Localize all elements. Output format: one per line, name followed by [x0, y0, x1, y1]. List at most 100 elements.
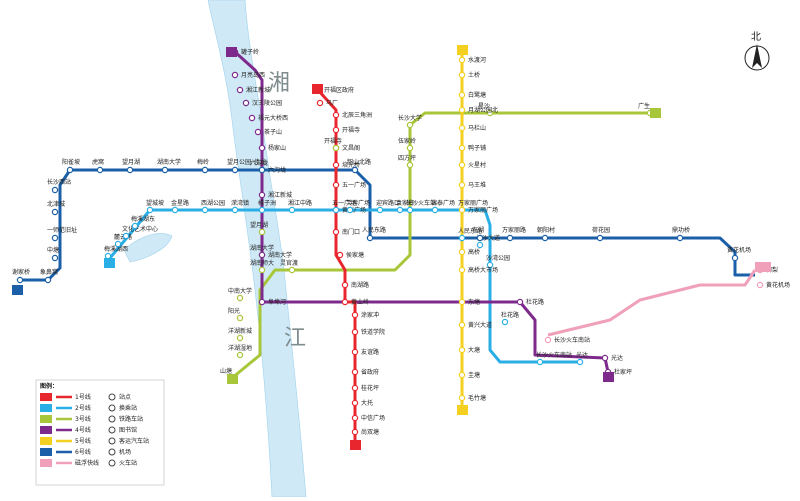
station-label-l5-0: 水渡河 — [468, 56, 486, 64]
station-l6-10 — [201, 166, 209, 174]
station-label-l1-15: 省政府 — [361, 368, 379, 376]
station-label-l1-17: 大托 — [361, 399, 373, 407]
badge-l3b — [227, 374, 238, 384]
station-label-l6-15: 东湖 — [472, 226, 484, 234]
station-label-l3-10: 开福寺 — [324, 137, 342, 145]
maglev-path — [547, 269, 757, 337]
station-label-l3-7: 湖南大学 — [250, 244, 274, 252]
station-label-l1-10: 南湖路 — [351, 281, 369, 289]
station-label-l5-6: 火星村 — [468, 161, 486, 169]
station-l1-1 — [316, 99, 324, 107]
station-label-l6-10: 梅岭 — [197, 158, 209, 166]
station-label-l3-12: 四方坪 — [398, 154, 416, 162]
legend-symbol-label-5: 机场 — [119, 448, 131, 456]
station-label-l6-6: 阳雀坡 — [62, 158, 80, 166]
station-label-l3-14: 星沙 — [478, 103, 490, 110]
badge-l3 — [650, 108, 661, 118]
station-label-l2-19: 沙湾公园 — [486, 254, 510, 262]
station-label-l5-9: 高桥 — [468, 248, 480, 256]
station-label-l2-18: 长沙大道 — [476, 234, 500, 242]
station-label-l5-8: 万家丽广场 — [468, 206, 498, 214]
station-l5-12 — [458, 321, 466, 329]
station-l1-18 — [351, 414, 359, 422]
station-l5-7 — [458, 181, 466, 189]
station-label-l3-1: 洋湖湿地 — [228, 344, 252, 352]
station-label-l6-11: 望月公园 — [227, 158, 251, 166]
island — [123, 233, 173, 263]
station-l1-14 — [351, 348, 359, 356]
station-label-maglev-0: 长沙火车南站 — [554, 336, 590, 344]
station-l1-3 — [332, 126, 340, 134]
station-l4-8 — [258, 191, 266, 199]
legend-swatch-0 — [40, 393, 52, 401]
badge-l5b — [457, 405, 468, 415]
station-label-l4-5: 茶子山 — [264, 128, 282, 136]
station-l1-19 — [351, 428, 359, 436]
station-l2-20 — [501, 318, 509, 326]
station-label-l1-12: 涂家冲 — [361, 311, 379, 319]
station-l6-17 — [541, 234, 549, 242]
station-l6-16 — [506, 234, 514, 242]
station-l5-1 — [458, 71, 466, 79]
station-label-l1-9: 侯家塘 — [346, 251, 364, 259]
legend-line-label-1: 2号线 — [75, 404, 91, 412]
legend-symbol-label-3: 图书馆 — [119, 426, 137, 434]
line-2-path — [108, 208, 580, 364]
station-label-l3-4: 中南大学 — [228, 287, 252, 295]
station-l6-9 — [161, 166, 169, 174]
station-label-l5-5: 鸭子铺 — [468, 144, 486, 152]
station-l1-16 — [351, 384, 359, 392]
station-label-l3-6: 湖南师大 — [250, 259, 274, 267]
station-label-l1-5: 培元桥 — [342, 161, 360, 169]
station-layer: 开福区政府马厂北辰三角洲开福寺文昌阁培元桥五一广场黄兴广场南门口侯家塘南湖路黄土… — [12, 48, 790, 436]
badge-l5 — [457, 45, 468, 55]
station-l2-6 — [201, 206, 209, 214]
station-l2-10 — [332, 206, 340, 214]
legend-symbol-icon-6 — [108, 459, 116, 467]
station-label-l6-1: 象鼻窝 — [40, 268, 58, 276]
station-l6-20 — [731, 254, 739, 262]
station-label-l4-10: 阜埠河 — [268, 298, 286, 306]
station-l5-6 — [458, 161, 466, 169]
station-label-l3-15: 广生 — [638, 102, 650, 110]
station-label-l6-19: 鼎功桥 — [672, 226, 690, 234]
station-label-l5-15: 毛竹塘 — [468, 394, 486, 402]
river-label-2: 江 — [284, 326, 306, 351]
station-l1-2 — [332, 111, 340, 119]
legend-line-label-6: 磁浮快线 — [75, 459, 99, 467]
station-maglev-2 — [756, 281, 764, 289]
station-label-l1-14: 友谊路 — [361, 348, 379, 356]
station-label-l4-7: 六沟垅 — [268, 166, 286, 174]
station-l4-12 — [601, 354, 609, 362]
station-l4-5 — [254, 128, 262, 136]
badge-l1b — [350, 440, 361, 450]
station-label-l2-3: 梅溪湖东 — [131, 215, 155, 223]
station-l5-2 — [458, 91, 466, 99]
station-l1-11 — [341, 298, 349, 306]
station-label-l5-11: 东塘 — [468, 298, 480, 306]
station-l6-3 — [51, 234, 59, 242]
station-l6-4 — [51, 208, 59, 216]
badge-l4b — [603, 372, 614, 382]
station-label-l2-14: 长沙火车站 — [406, 199, 436, 207]
station-label-l6-17: 朝阳村 — [537, 226, 555, 234]
station-l4-2 — [236, 86, 244, 94]
station-label-l5-4: 马栏山 — [468, 124, 486, 132]
station-l6-2 — [51, 254, 59, 262]
legend-symbol-icon-0 — [108, 393, 116, 401]
station-l3-4 — [236, 294, 244, 302]
station-l1-9 — [336, 251, 344, 259]
legend-swatch-3 — [40, 426, 52, 434]
station-label-l5-1: 土桥 — [468, 71, 480, 79]
station-label-l5-3: 月湖公园北 — [468, 106, 498, 114]
station-label-l6-3: 一师范旧址 — [47, 226, 77, 234]
station-label-l6-2: 中塘 — [47, 246, 59, 254]
station-label-l6-13: 韶山北路 — [347, 158, 371, 166]
badge-l4 — [226, 47, 237, 57]
station-l2-15 — [431, 206, 439, 214]
station-label-l2-11: 芙蓉广场 — [346, 199, 370, 207]
station-label-l1-19: 尚双塘 — [361, 428, 379, 436]
legend-swatch-5 — [40, 448, 52, 456]
station-l2-22 — [576, 358, 584, 366]
station-l6-8 — [126, 166, 134, 174]
